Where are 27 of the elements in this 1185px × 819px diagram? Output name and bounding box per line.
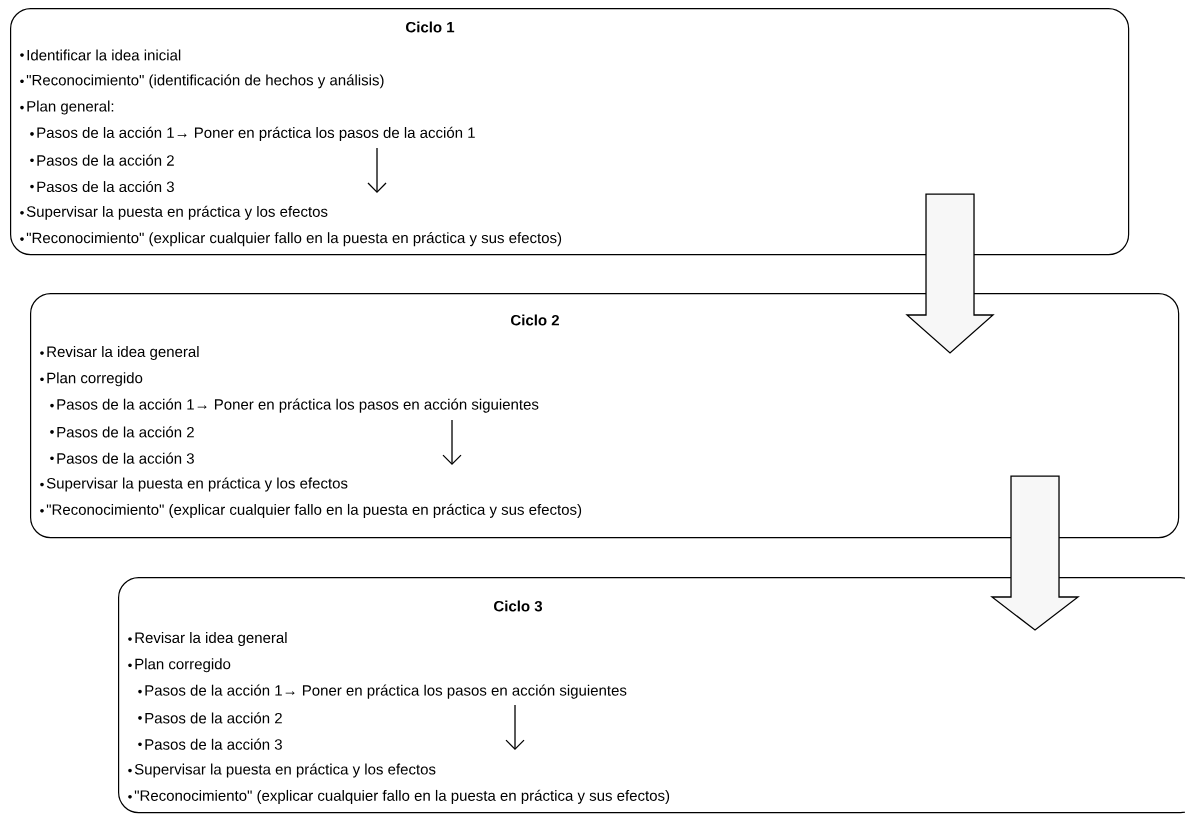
bullet-item: Pasos de la acción 1→ Poner en práctica los pasos en acción siguientes <box>50 398 539 413</box>
bullet-item: Identificar la idea inicial <box>20 49 181 61</box>
bullet-item: Pasos de la acción 1→ Poner en práctica los pasos en acción siguientes <box>138 684 627 699</box>
bullet-item: Supervisar la puesta en práctica y los efectos <box>20 205 328 220</box>
bullet-item: "Reconocimiento" (identificación de hechos y análisis) <box>20 74 384 89</box>
bullet-item: Pasos de la acción 3 <box>50 452 194 464</box>
bullet-item: Plan general: <box>20 100 114 115</box>
block-arrow <box>905 193 995 354</box>
bullet-item: Pasos de la acción 2 <box>50 426 194 438</box>
bullet-item: Supervisar la puesta en práctica y los efectos <box>128 763 436 778</box>
box-heading: Ciclo 3 <box>494 600 543 612</box>
bullet-item: Plan corregido <box>128 658 231 673</box>
box-heading: Ciclo 1 <box>406 21 455 33</box>
bullet-item: Plan corregido <box>40 372 143 387</box>
box-heading: Ciclo 2 <box>511 314 559 326</box>
bullet-item: Revisar la idea general <box>128 632 287 646</box>
bullet-item: Pasos de la acción 2 <box>30 154 174 166</box>
bullet-item: Pasos de la acción 1→ Poner en práctica los pasos de la acción 1 <box>30 126 475 141</box>
block-arrow <box>990 475 1080 631</box>
bullet-item: "Reconocimiento" (explicar cualquier fallo en la puesta en práctica y sus efectos) <box>20 232 562 247</box>
bullet-item: Pasos de la acción 3 <box>138 738 282 750</box>
bullet-item: Revisar la idea general <box>40 346 199 360</box>
bullet-item: Supervisar la puesta en práctica y los efectos <box>40 477 348 492</box>
bullet-item: Pasos de la acción 3 <box>30 180 174 193</box>
bullet-item: "Reconocimiento" (explicar cualquier fallo en la puesta en práctica y sus efectos) <box>128 789 670 804</box>
bullet-item: "Reconocimiento" (explicar cualquier fallo en la puesta en práctica y sus efectos) <box>40 503 582 518</box>
bullet-item: Pasos de la acción 2 <box>138 712 282 724</box>
